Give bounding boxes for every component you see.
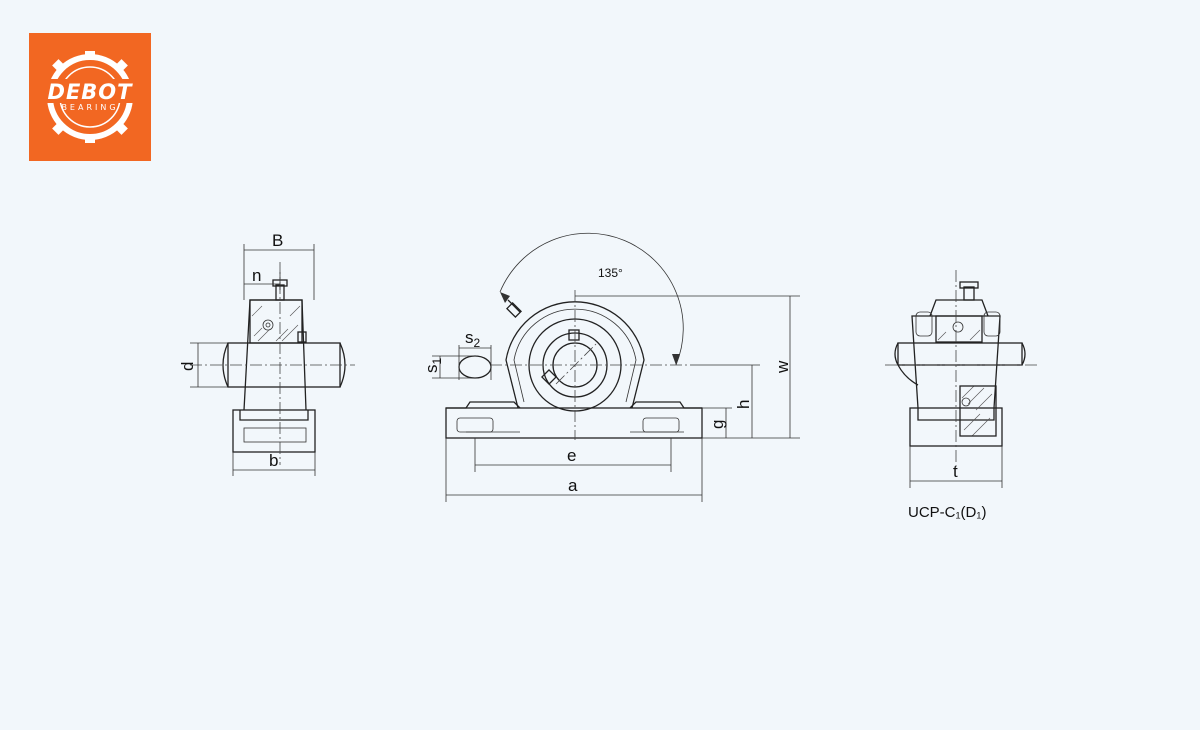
dim-label-n: n: [252, 266, 261, 285]
logo-sub-text: BEARING: [61, 103, 119, 112]
dim-label-a: a: [568, 476, 578, 495]
dim-label-s2: s2: [465, 328, 481, 350]
dim-label-e: e: [567, 446, 576, 465]
model-name: UCP-C₁(D₁): [908, 504, 986, 521]
dim-label-t: t: [953, 462, 958, 481]
side-view: B n d b: [178, 231, 355, 476]
dim-label-s1: s1: [422, 358, 444, 374]
angle-label: 135°: [598, 266, 623, 280]
front-view: 135° s2 s1 w h g e a: [422, 232, 800, 502]
dim-label-h: h: [734, 400, 753, 409]
section-view: t UCP-C₁(D₁): [885, 270, 1040, 521]
dim-label-b: b: [269, 451, 278, 470]
logo-brand-text: DEBOT: [47, 80, 133, 104]
dim-label-w: w: [773, 360, 792, 374]
dim-label-B: B: [272, 231, 283, 250]
gear-icon: [39, 51, 141, 143]
dim-label-g: g: [708, 420, 727, 429]
brand-logo: DEBOT BEARING: [29, 33, 151, 161]
dim-label-d: d: [178, 362, 197, 371]
